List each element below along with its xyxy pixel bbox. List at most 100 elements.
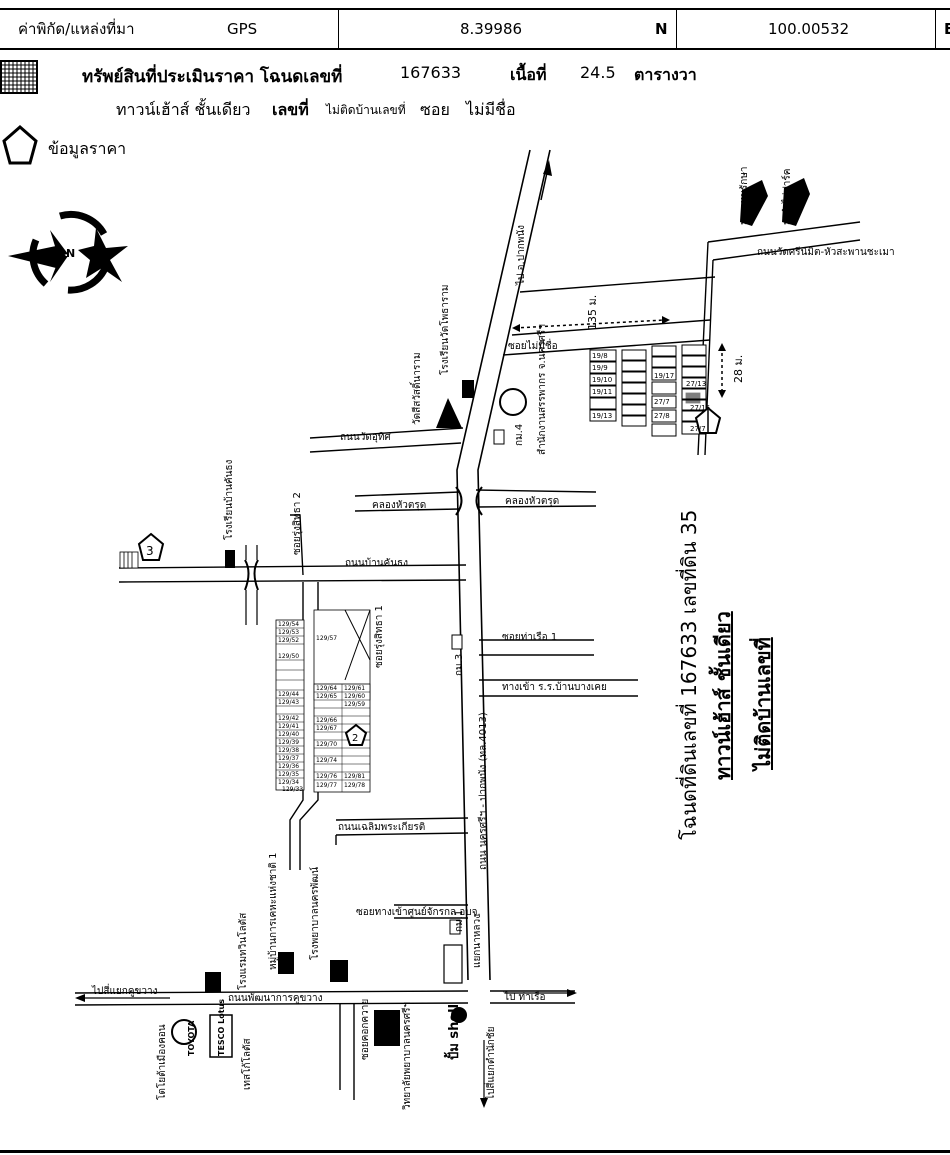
school-icon <box>462 380 474 398</box>
price-data-legend: ข้อมูลราคา <box>48 139 127 158</box>
pentagon-legend-icon <box>2 125 38 165</box>
hotel-icon <box>205 972 221 992</box>
road-label: ถนน นครศรีฯ - ปากพนัง (ทล.4013) <box>477 712 489 870</box>
compass-icon: N <box>8 210 128 294</box>
college-icon <box>374 1010 400 1046</box>
plot-label: 129/40 <box>278 731 299 738</box>
house-icon <box>782 178 810 226</box>
plot-label: 129/34 <box>278 779 299 786</box>
property-type: ทาวน์เฮ้าส์ ชั้นเดียว <box>116 100 251 119</box>
plot-label: 129/37 <box>278 755 299 762</box>
road-label: ถนนพัฒนาการคูขวาง <box>228 993 323 1004</box>
house-icon <box>740 180 768 226</box>
landmark-label: โรงพยาบาลนครพัฒน์ <box>308 867 321 960</box>
plot-label: 129/77 <box>316 782 337 789</box>
soi-value: ไม่มีชื่อ <box>466 100 516 119</box>
plot-label: 129/52 <box>278 637 299 644</box>
plot-label: 129/74 <box>316 757 337 764</box>
landmark-label: ปั้ม shell <box>443 1004 462 1060</box>
plot-label: 19/8 <box>592 352 608 360</box>
road-label: คลองหัวตรุด <box>505 496 559 507</box>
landmark-label: โรงเรียนบ้านคันธง <box>222 459 235 540</box>
bottom-border <box>0 1150 950 1153</box>
marker-3: 3 <box>146 544 154 558</box>
plot-label: 19/9 <box>592 364 608 372</box>
road-label: ซอยรุ่งสิทธา 2 <box>292 492 303 555</box>
property-title: ทรัพย์สินที่ประเมินราคา โฉนดเลขที่ <box>82 67 343 87</box>
landmark-label: วิทยาลัยพยาบาลนครศรีฯ <box>401 1002 413 1110</box>
deed-summary-number: ไม่ติดบ้านเลขที่ <box>748 637 775 772</box>
plot-label: 129/41 <box>278 723 299 730</box>
landmark-label: ม.ทำไร่ปาร์ค <box>781 169 793 225</box>
plot-label: 19/11 <box>592 388 612 396</box>
landmark-label: โรงแรมทวินโลตัส <box>236 913 249 990</box>
plot-label: 129/33 <box>282 786 303 793</box>
landmark-label: โรงเรียนวัดโพธาราม <box>438 285 451 375</box>
plot-label: 129/61 <box>344 685 365 692</box>
house-no-label: เลขที่ <box>272 100 309 119</box>
hospital-icon <box>330 960 348 982</box>
latitude-dir: N <box>655 20 668 38</box>
plot-label: 129/43 <box>278 699 299 706</box>
plot-label: 129/76 <box>316 773 337 780</box>
compass-north-label: N <box>66 247 75 260</box>
shell-logo-icon <box>451 1007 467 1023</box>
road-label: ไป ท่าเรือ <box>503 991 546 1003</box>
area-unit: ตารางวา <box>634 65 697 84</box>
deed-summary-type: ทาวน์เฮ้าส์ ชั้นเดียว <box>708 611 735 780</box>
road-label: ทางเข้า ร.ร.บ้านบางเคย <box>502 681 607 693</box>
landmark-label: ม.พรหมรักษา <box>739 166 750 225</box>
plot-label: 129/60 <box>344 693 365 700</box>
longitude-dir: E <box>944 20 950 38</box>
plot-label: 19/10 <box>592 376 612 384</box>
road-label: ซอยรุ่งสิทธา 1 <box>374 605 385 668</box>
plot-label: 129/81 <box>344 773 365 780</box>
soi-label: ซอย <box>420 100 450 119</box>
landmark-label: หมู่บ้านการเคหะแห่งชาติ 1 <box>267 853 279 970</box>
village-icon <box>278 952 294 974</box>
plot-label: 129/44 <box>278 691 299 698</box>
tesco-logo-text: TESCO Lotus <box>217 999 226 1056</box>
km-post-icon <box>493 429 505 445</box>
road-label: ถนนวัดอุทิศ <box>340 432 391 443</box>
latitude-value: 8.39986 <box>460 20 523 38</box>
plot-label: 129/59 <box>344 701 365 708</box>
plot-label: 129/42 <box>278 715 299 722</box>
plot-label: 27/7 <box>690 425 706 433</box>
marker-2: 2 <box>352 733 358 744</box>
plot-label: 129/38 <box>278 747 299 754</box>
landmark-label: สำนักงานสรรพากร จ.นครศรีฯ <box>536 324 548 455</box>
plot-label: 129/50 <box>278 653 299 660</box>
landmark-label: วัดสีสวัสดิ์นาราม <box>409 352 423 425</box>
plot-label: 129/53 <box>278 629 299 636</box>
road-label: ไป อ.ปากพนัง <box>515 225 527 286</box>
road-label: ไปสี่แยกคูขวาง <box>91 983 158 997</box>
distance-label: 135 ม. <box>586 295 599 330</box>
road-label: ถนนเฉลิมพระเกียรติ <box>338 821 425 833</box>
km-label: กม.1 <box>454 910 465 932</box>
plot-label: 19/17 <box>654 372 674 380</box>
road-label: ไปสี่แยกตำนักชัย <box>483 1027 497 1102</box>
road-label: ซอยทางเข้าศูนย์จักรกล อบจ. <box>356 906 481 918</box>
km-post-icon <box>451 634 463 650</box>
main-road <box>456 149 551 981</box>
landmark-label: แยกนาหลวง <box>472 914 483 968</box>
road-label: ซอยคอกควาย <box>360 999 371 1060</box>
road-label: คลองหัวตรุด <box>372 500 426 511</box>
plot-label: 129/66 <box>316 717 337 724</box>
plot-label: 27/7 <box>654 398 670 406</box>
longitude-value: 100.00532 <box>768 20 850 38</box>
coordinate-bar: ค่าพิกัด/แหล่งที่มา GPS 8.39986 N 100.00… <box>0 8 950 50</box>
coord-label: ค่าพิกัด/แหล่งที่มา <box>18 20 135 38</box>
plot-label: 27/13 <box>686 380 706 388</box>
plot-label: 129/70 <box>316 741 337 748</box>
area-value: 24.5 <box>580 63 616 82</box>
plot-label: 27/15 <box>690 404 710 412</box>
road-label: ถนนวัดศรีนิมิต-หัวสะพานชะเมา <box>757 246 895 258</box>
km-label: กม.3 <box>454 654 465 676</box>
distance-label: 28 ม. <box>732 355 745 383</box>
plot-label: 129/36 <box>278 763 299 770</box>
house-no-value: ไม่ติดบ้านเลขที่ <box>326 103 406 117</box>
grid-legend-icon <box>0 60 38 94</box>
plot-label: 129/39 <box>278 739 299 746</box>
